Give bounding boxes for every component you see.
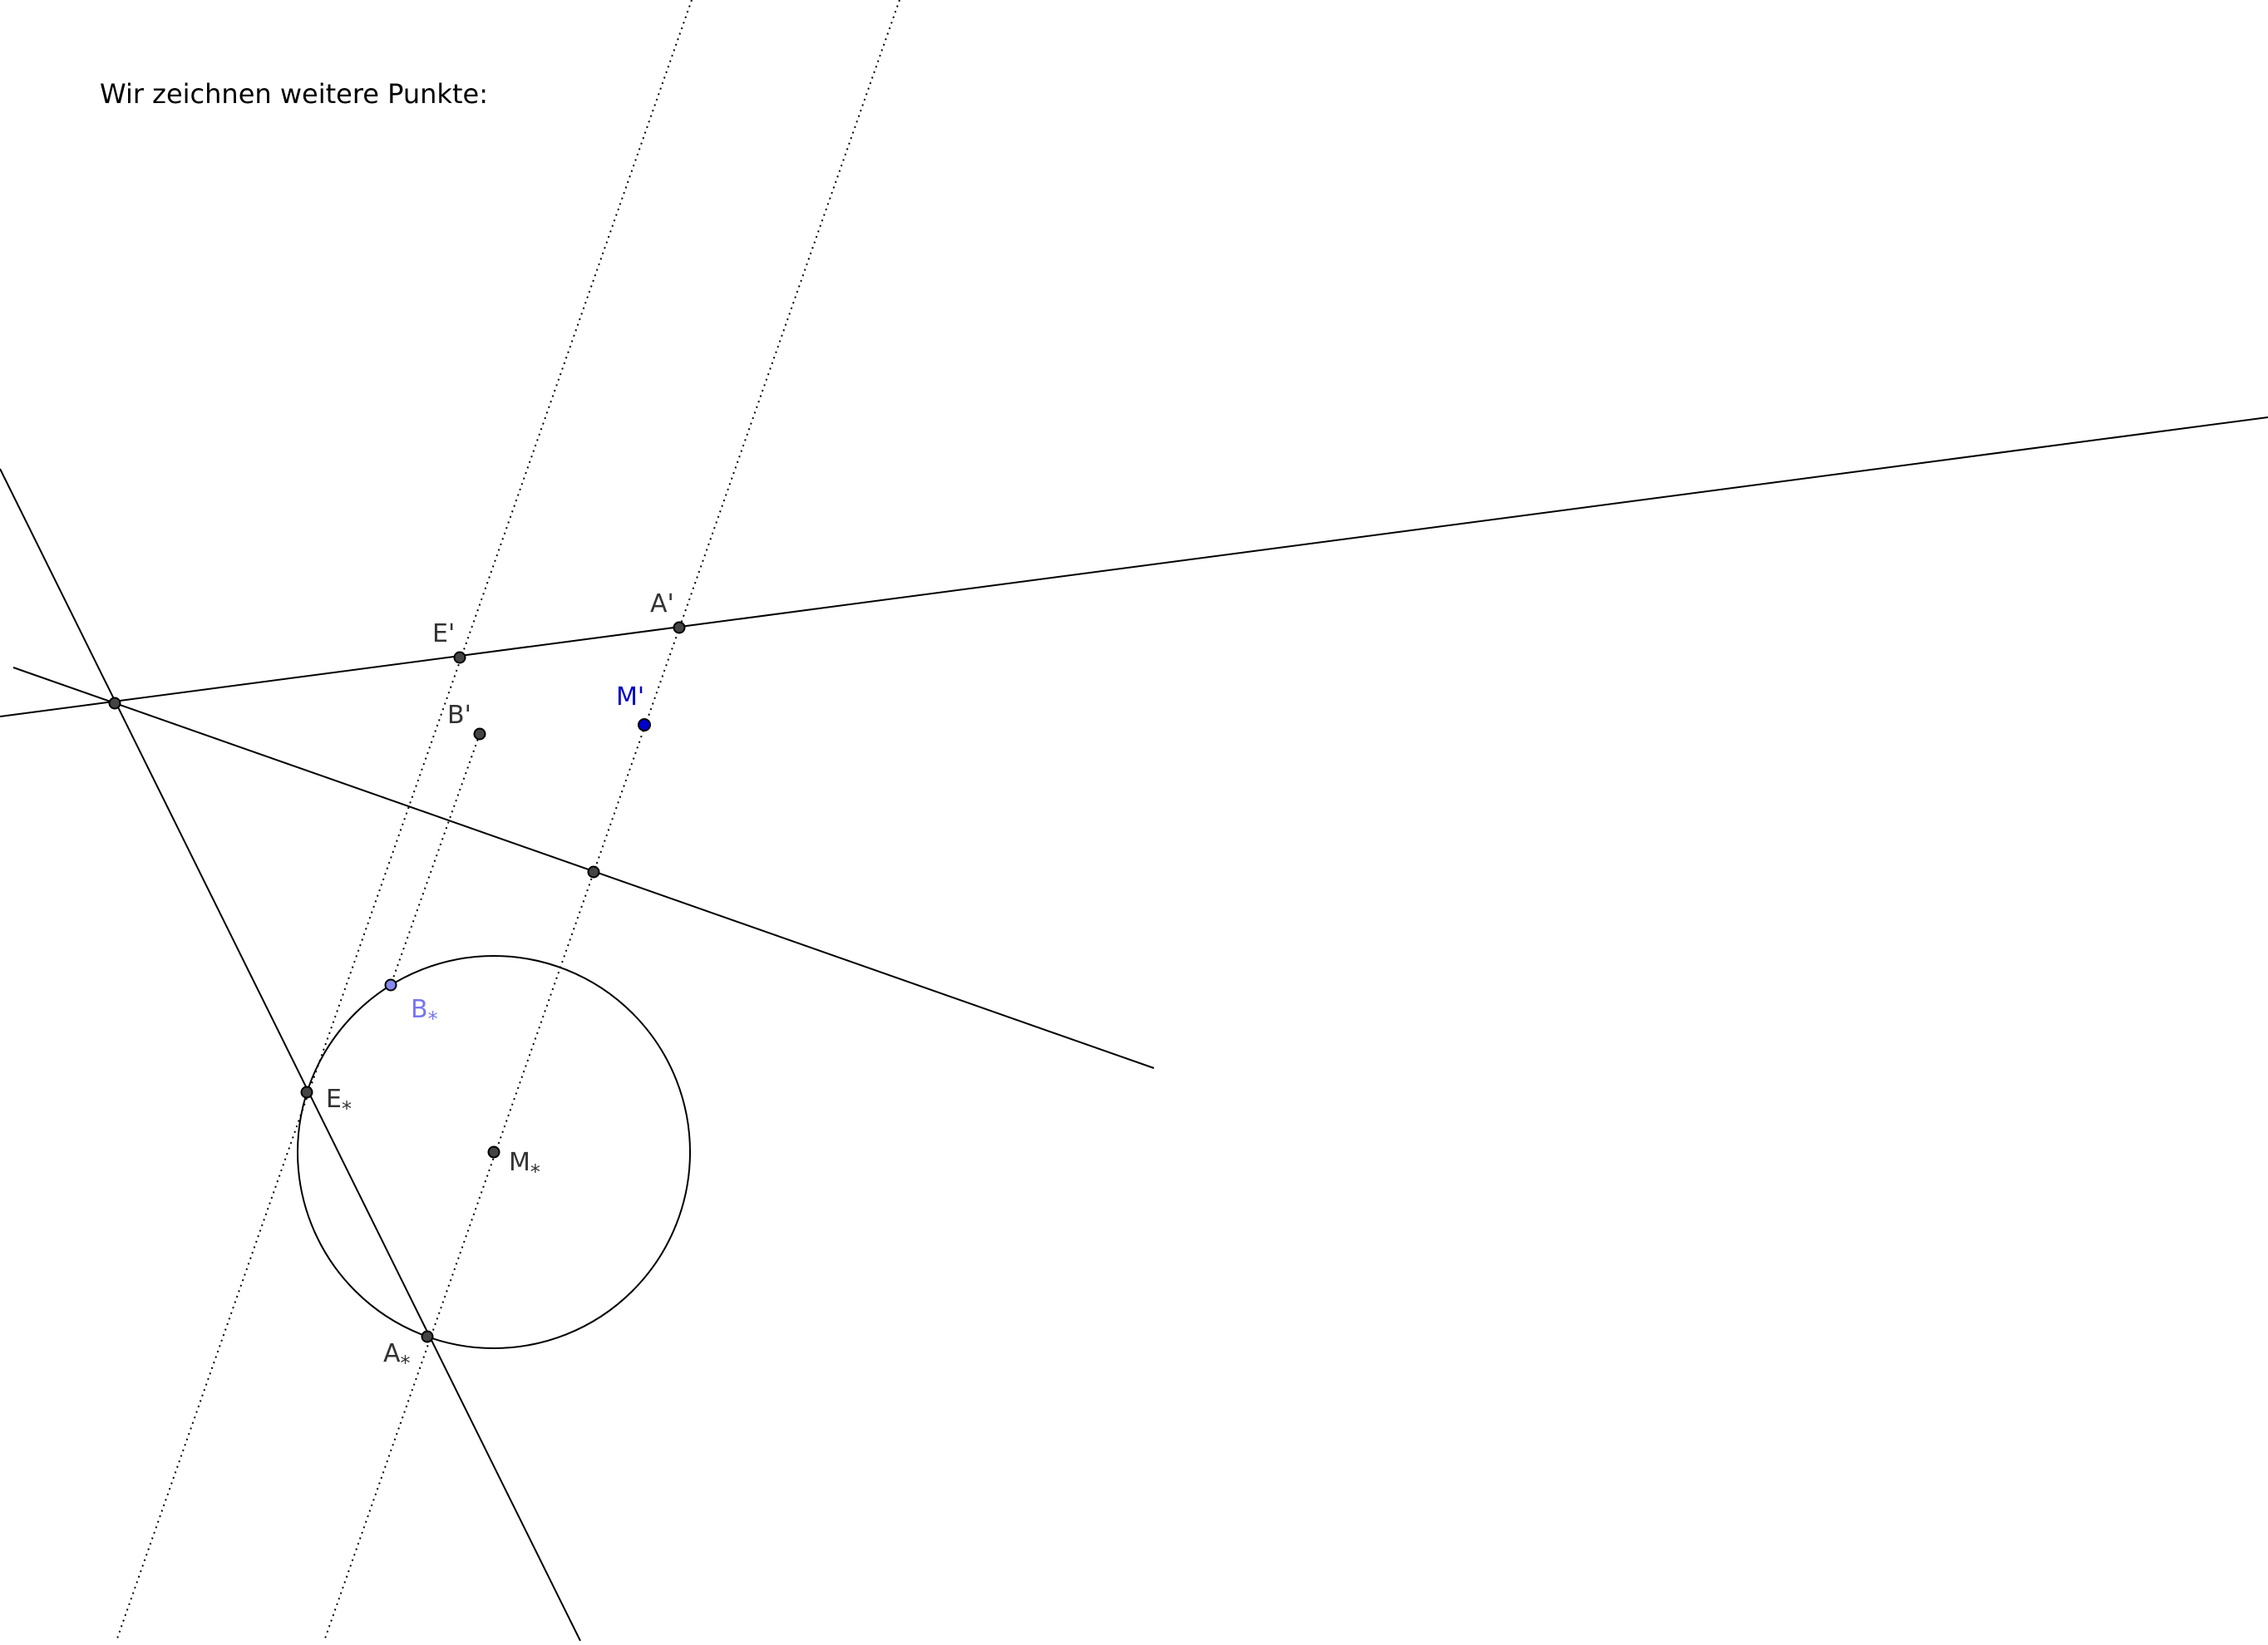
label-b-prime: B' [447, 701, 471, 730]
label-m-star: M* [509, 1148, 540, 1184]
label-e-star: E* [326, 1085, 352, 1120]
circle-m-star [297, 955, 691, 1349]
label-m-prime: M' [616, 682, 644, 712]
point-a-star[interactable] [421, 1330, 434, 1343]
point-b-prime[interactable] [473, 727, 486, 741]
point-e-prime[interactable] [453, 651, 466, 664]
point-m-star[interactable] [487, 1145, 500, 1159]
dotted-line-left [116, 0, 693, 1642]
point-intersection-left[interactable] [108, 697, 121, 710]
point-m-prime[interactable] [638, 718, 651, 731]
point-a-prime[interactable] [673, 621, 686, 634]
label-a-star: A* [383, 1339, 411, 1375]
dotted-line-right [323, 0, 900, 1642]
label-a-prime: A' [650, 589, 674, 618]
point-e-star[interactable] [300, 1086, 313, 1099]
label-b-star: B* [411, 995, 438, 1031]
line-upper-axis [0, 416, 2268, 717]
line-steep [0, 468, 581, 1642]
line-lower-axis [12, 667, 1155, 1069]
dotted-segment-b [390, 733, 481, 986]
label-e-prime: E' [432, 619, 455, 648]
point-b-star[interactable] [384, 978, 397, 992]
caption-text: Wir zeichnen weitere Punkte: [100, 78, 488, 110]
point-intersection-lower[interactable] [587, 865, 600, 879]
